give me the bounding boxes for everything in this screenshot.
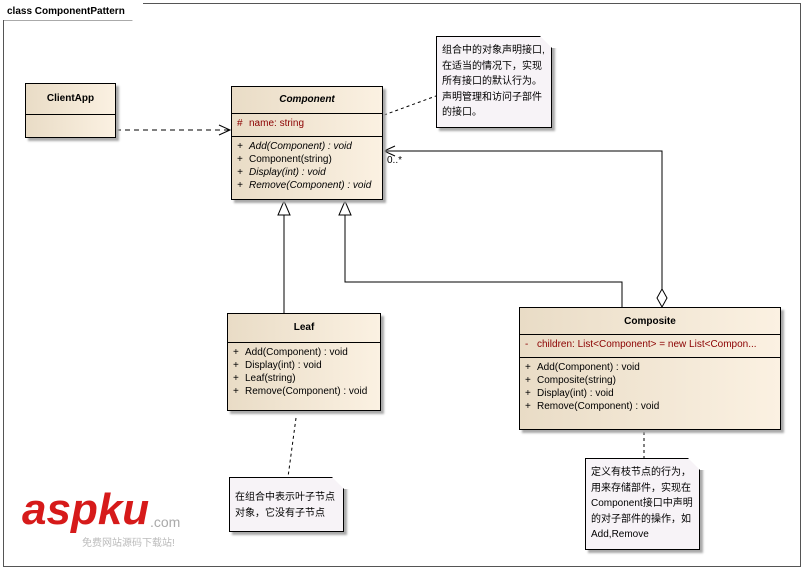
class-name: ClientApp [26,84,115,115]
visibility: + [237,141,243,152]
visibility: + [237,180,243,191]
attribute: name: string [249,118,305,129]
visibility: # [237,118,243,129]
visibility: + [525,375,531,386]
note-link-component [383,95,437,116]
visibility: + [233,386,239,397]
method: Add(Component) : void [249,141,352,152]
method: Add(Component) : void [245,347,348,358]
visibility: + [237,154,243,165]
visibility: - [525,339,529,350]
note-component[interactable]: 组合中的对象声明接口,在适当的情况下，实现所有接口的默认行为。声明管理和访问子部… [436,36,552,128]
class-composite[interactable]: Composite -children: List<Component> = n… [519,307,781,430]
visibility: + [525,388,531,399]
method: Leaf(string) [245,373,296,384]
method: Remove(Component) : void [249,180,372,191]
class-clientapp[interactable]: ClientApp [25,83,116,138]
methods: + Add(Component) : void + Component(string… [232,137,382,198]
note-composite[interactable]: 定义有枝节点的行为，用来存储部件，实现在Component接口中声明的对子部件的… [585,458,700,550]
note-link-leaf [287,417,297,478]
method: Composite(string) [537,375,616,386]
method: Display(int) : void [249,167,326,178]
attribute: children: List<Component> = new List<Com… [537,339,757,350]
note-leaf[interactable]: 在组合中表示叶子节点对象，它没有子节点 [229,477,344,532]
watermark-suffix: .com [150,514,181,530]
visibility: + [237,167,243,178]
method: Add(Component) : void [537,362,640,373]
visibility: + [525,362,531,373]
watermark-tagline: 免费网站源码下载站! [82,538,175,549]
watermark: aspku .com 免费网站源码下载站! [22,488,202,564]
methods: + Add(Component) : void + Display(int) : v… [228,343,380,404]
method: Display(int) : void [537,388,614,399]
method: Remove(Component) : void [537,401,660,412]
visibility: + [525,401,531,412]
visibility: + [233,360,239,371]
class-leaf[interactable]: Leaf + Add(Component) : void + Display(int… [227,313,381,411]
dependency-client-component [116,124,232,136]
visibility: + [233,373,239,384]
visibility: + [233,347,239,358]
diagram-frame [3,3,801,567]
attributes: # name: string [232,114,382,137]
multiplicity-label: 0..* [387,155,403,166]
diagram-title: class ComponentPattern [3,3,143,20]
aggregation-composite-component [382,145,668,309]
watermark-brand: aspku [22,485,150,534]
class-name: Component [232,87,382,114]
generalization-leaf [277,199,291,313]
class-name: Composite [520,308,780,335]
method: Display(int) : void [245,360,322,371]
methods: + Add(Component) : void + Composite(string… [520,358,780,419]
method: Component(string) [249,154,332,165]
attributes: -children: List<Component> = new List<Co… [520,335,780,358]
class-component[interactable]: Component # name: string + Add(Component) … [231,86,383,200]
method: Remove(Component) : void [245,386,368,397]
class-name: Leaf [228,314,380,343]
generalization-composite [338,199,623,307]
